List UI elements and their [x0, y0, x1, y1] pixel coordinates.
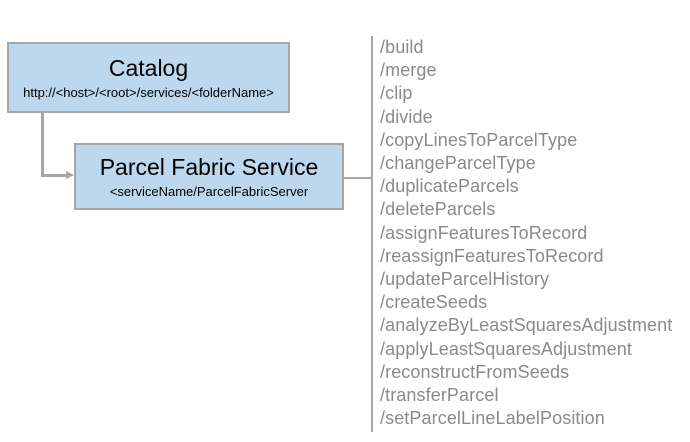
operation-item: /setParcelLineLabelPosition — [380, 408, 605, 429]
connector-catalog-to-service-horizontal — [41, 174, 67, 177]
operation-item: /analyzeByLeastSquaresAdjustment — [380, 315, 673, 336]
operation-item: /copyLinesToParcelType — [380, 129, 578, 150]
catalog-node-url: http://<host>/<root>/services/<folderNam… — [23, 84, 274, 100]
parcel-fabric-service-node: Parcel Fabric Service <serviceName/Parce… — [74, 143, 344, 210]
catalog-node-title: Catalog — [108, 55, 189, 82]
arrowhead-right-icon — [66, 171, 74, 179]
operation-item: /deleteParcels — [380, 199, 496, 220]
operation-item: /assignFeaturesToRecord — [380, 222, 588, 243]
operation-item: /divide — [380, 106, 433, 127]
connector-catalog-to-service-vertical — [41, 113, 44, 177]
connector-service-to-operations — [344, 177, 371, 179]
operation-item: /duplicateParcels — [380, 176, 519, 197]
operations-list: /build/merge/clip/divide/copyLinesToParc… — [380, 36, 685, 430]
operation-item: /build — [380, 37, 424, 57]
parcel-fabric-service-node-url: <serviceName/ParcelFabricServer — [109, 183, 309, 199]
operation-item: /transferParcel — [380, 385, 499, 406]
operation-item: /clip — [380, 83, 413, 104]
operations-bracket-line — [371, 36, 373, 432]
operation-item: /merge — [380, 60, 437, 81]
operation-item: /reassignFeaturesToRecord — [380, 245, 604, 266]
operation-item: /reconstructFromSeeds — [380, 361, 570, 382]
catalog-node: Catalog http://<host>/<root>/services/<f… — [7, 42, 290, 113]
operation-item: /applyLeastSquaresAdjustment — [380, 338, 632, 359]
operation-item: /updateParcelHistory — [380, 269, 550, 290]
operation-item: /createSeeds — [380, 292, 488, 313]
operation-item: /changeParcelType — [380, 153, 536, 174]
parcel-fabric-service-node-title: Parcel Fabric Service — [99, 154, 319, 181]
